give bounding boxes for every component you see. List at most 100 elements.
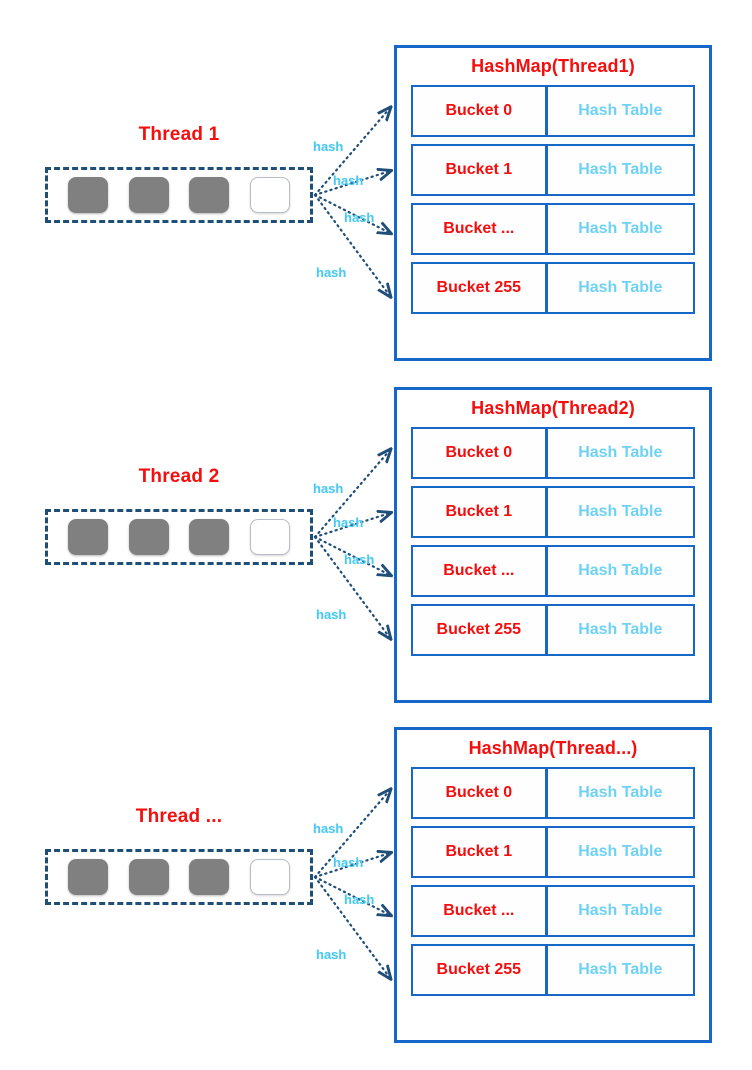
hash-arrow-label: hash — [313, 821, 344, 836]
hash-arrow — [313, 513, 390, 539]
bucket-row[interactable]: Bucket 1 Hash Table — [411, 826, 695, 878]
bucket-row[interactable]: Bucket 1 Hash Table — [411, 486, 695, 538]
bucket-divider — [544, 87, 548, 135]
thread-slot-filled — [68, 519, 109, 555]
bucket-divider — [544, 205, 548, 253]
hash-arrow-label: hash — [313, 481, 344, 496]
thread-slot-filled — [189, 177, 230, 213]
thread-slot-filled — [68, 177, 109, 213]
hashmap-container: HashMap(Thread...) Bucket 0 Hash Table B… — [394, 727, 712, 1043]
hash-table-label: Hash Table — [578, 220, 663, 237]
bucket-name: Bucket 255 — [436, 279, 522, 296]
bucket-row[interactable]: Bucket 255 Hash Table — [411, 262, 695, 314]
thread-slot-empty — [249, 177, 290, 213]
thread-slot-container — [45, 849, 313, 905]
hash-arrow — [313, 535, 390, 575]
thread-slot-filled — [189, 859, 230, 895]
bucket-list: Bucket 0 Hash Table Bucket 1 Hash Table … — [411, 767, 695, 996]
hash-arrow-label: hash — [316, 947, 347, 962]
bucket-name: Bucket 0 — [445, 102, 513, 119]
hash-arrow-group — [313, 382, 406, 722]
bucket-divider — [544, 264, 548, 312]
thread-slot-empty — [249, 859, 290, 895]
bucket-row[interactable]: Bucket 255 Hash Table — [411, 944, 695, 996]
hash-arrow-label: hash — [316, 607, 347, 622]
thread-label: Thread 2 — [138, 466, 220, 487]
bucket-list: Bucket 0 Hash Table Bucket 1 Hash Table … — [411, 85, 695, 314]
hash-arrow-label: hash — [344, 552, 375, 567]
thread-group: Thread 1 hash hash hash hash — [0, 40, 752, 380]
thread-label: Thread 1 — [138, 124, 220, 145]
bucket-divider — [544, 606, 548, 654]
bucket-name: Bucket 0 — [445, 444, 513, 461]
hash-table-label: Hash Table — [578, 161, 663, 178]
bucket-row[interactable]: Bucket ... Hash Table — [411, 545, 695, 597]
thread-slot-filled — [68, 859, 109, 895]
hashmap-container: HashMap(Thread1) Bucket 0 Hash Table Buc… — [394, 45, 712, 361]
hash-arrow-label: hash — [313, 139, 344, 154]
hash-arrow — [313, 875, 390, 915]
bucket-divider — [544, 946, 548, 994]
hash-arrow-label: hash — [316, 265, 347, 280]
hashmap-title: HashMap(Thread1) — [471, 56, 635, 76]
bucket-name: Bucket 1 — [445, 503, 513, 520]
bucket-name: Bucket ... — [443, 562, 515, 579]
hash-arrow — [313, 875, 390, 978]
hash-table-label: Hash Table — [578, 503, 663, 520]
bucket-name: Bucket 255 — [436, 621, 522, 638]
hash-arrow-label: hash — [333, 855, 364, 870]
thread-slot-container — [45, 167, 313, 223]
bucket-divider — [544, 488, 548, 536]
hash-arrow-label: hash — [333, 515, 364, 530]
hash-arrow-group — [313, 722, 406, 1062]
bucket-row[interactable]: Bucket ... Hash Table — [411, 203, 695, 255]
thread-group: Thread 2 hash hash hash hash — [0, 382, 752, 722]
hash-table-label: Hash Table — [578, 784, 663, 801]
hash-table-label: Hash Table — [578, 279, 663, 296]
bucket-row[interactable]: Bucket 0 Hash Table — [411, 767, 695, 819]
hash-arrow-label: hash — [333, 173, 364, 188]
bucket-divider — [544, 887, 548, 935]
bucket-name: Bucket 1 — [445, 843, 513, 860]
thread-slot-filled — [128, 519, 169, 555]
bucket-name: Bucket 1 — [445, 161, 513, 178]
hash-arrow-group — [313, 40, 406, 380]
hash-table-label: Hash Table — [578, 562, 663, 579]
hash-table-label: Hash Table — [578, 444, 663, 461]
bucket-row[interactable]: Bucket ... Hash Table — [411, 885, 695, 937]
hash-table-label: Hash Table — [578, 902, 663, 919]
hash-table-label: Hash Table — [578, 843, 663, 860]
thread-label: Thread ... — [135, 806, 223, 827]
bucket-name: Bucket 255 — [436, 961, 522, 978]
bucket-divider — [544, 547, 548, 595]
bucket-row[interactable]: Bucket 0 Hash Table — [411, 85, 695, 137]
hash-table-label: Hash Table — [578, 621, 663, 638]
hash-arrow — [313, 171, 390, 197]
bucket-name: Bucket ... — [443, 220, 515, 237]
thread-slot-filled — [189, 519, 230, 555]
hashmap-title: HashMap(Thread...) — [468, 738, 638, 758]
thread-slot-filled — [128, 859, 169, 895]
hash-table-label: Hash Table — [578, 961, 663, 978]
bucket-divider — [544, 828, 548, 876]
thread-slot-filled — [128, 177, 169, 213]
thread-slot-empty — [249, 519, 290, 555]
bucket-row[interactable]: Bucket 1 Hash Table — [411, 144, 695, 196]
hash-arrow — [313, 853, 390, 879]
thread-group: Thread ... hash hash hash hash — [0, 722, 752, 1062]
bucket-divider — [544, 146, 548, 194]
bucket-divider — [544, 769, 548, 817]
thread-slot-container — [45, 509, 313, 565]
hashmap-title: HashMap(Thread2) — [471, 398, 635, 418]
hash-arrow — [313, 193, 390, 296]
hash-arrow-label: hash — [344, 210, 375, 225]
bucket-divider — [544, 429, 548, 477]
bucket-row[interactable]: Bucket 0 Hash Table — [411, 427, 695, 479]
bucket-name: Bucket ... — [443, 902, 515, 919]
hash-arrow-label: hash — [344, 892, 375, 907]
bucket-row[interactable]: Bucket 255 Hash Table — [411, 604, 695, 656]
hash-arrow — [313, 535, 390, 638]
bucket-list: Bucket 0 Hash Table Bucket 1 Hash Table … — [411, 427, 695, 656]
hashmap-container: HashMap(Thread2) Bucket 0 Hash Table Buc… — [394, 387, 712, 703]
